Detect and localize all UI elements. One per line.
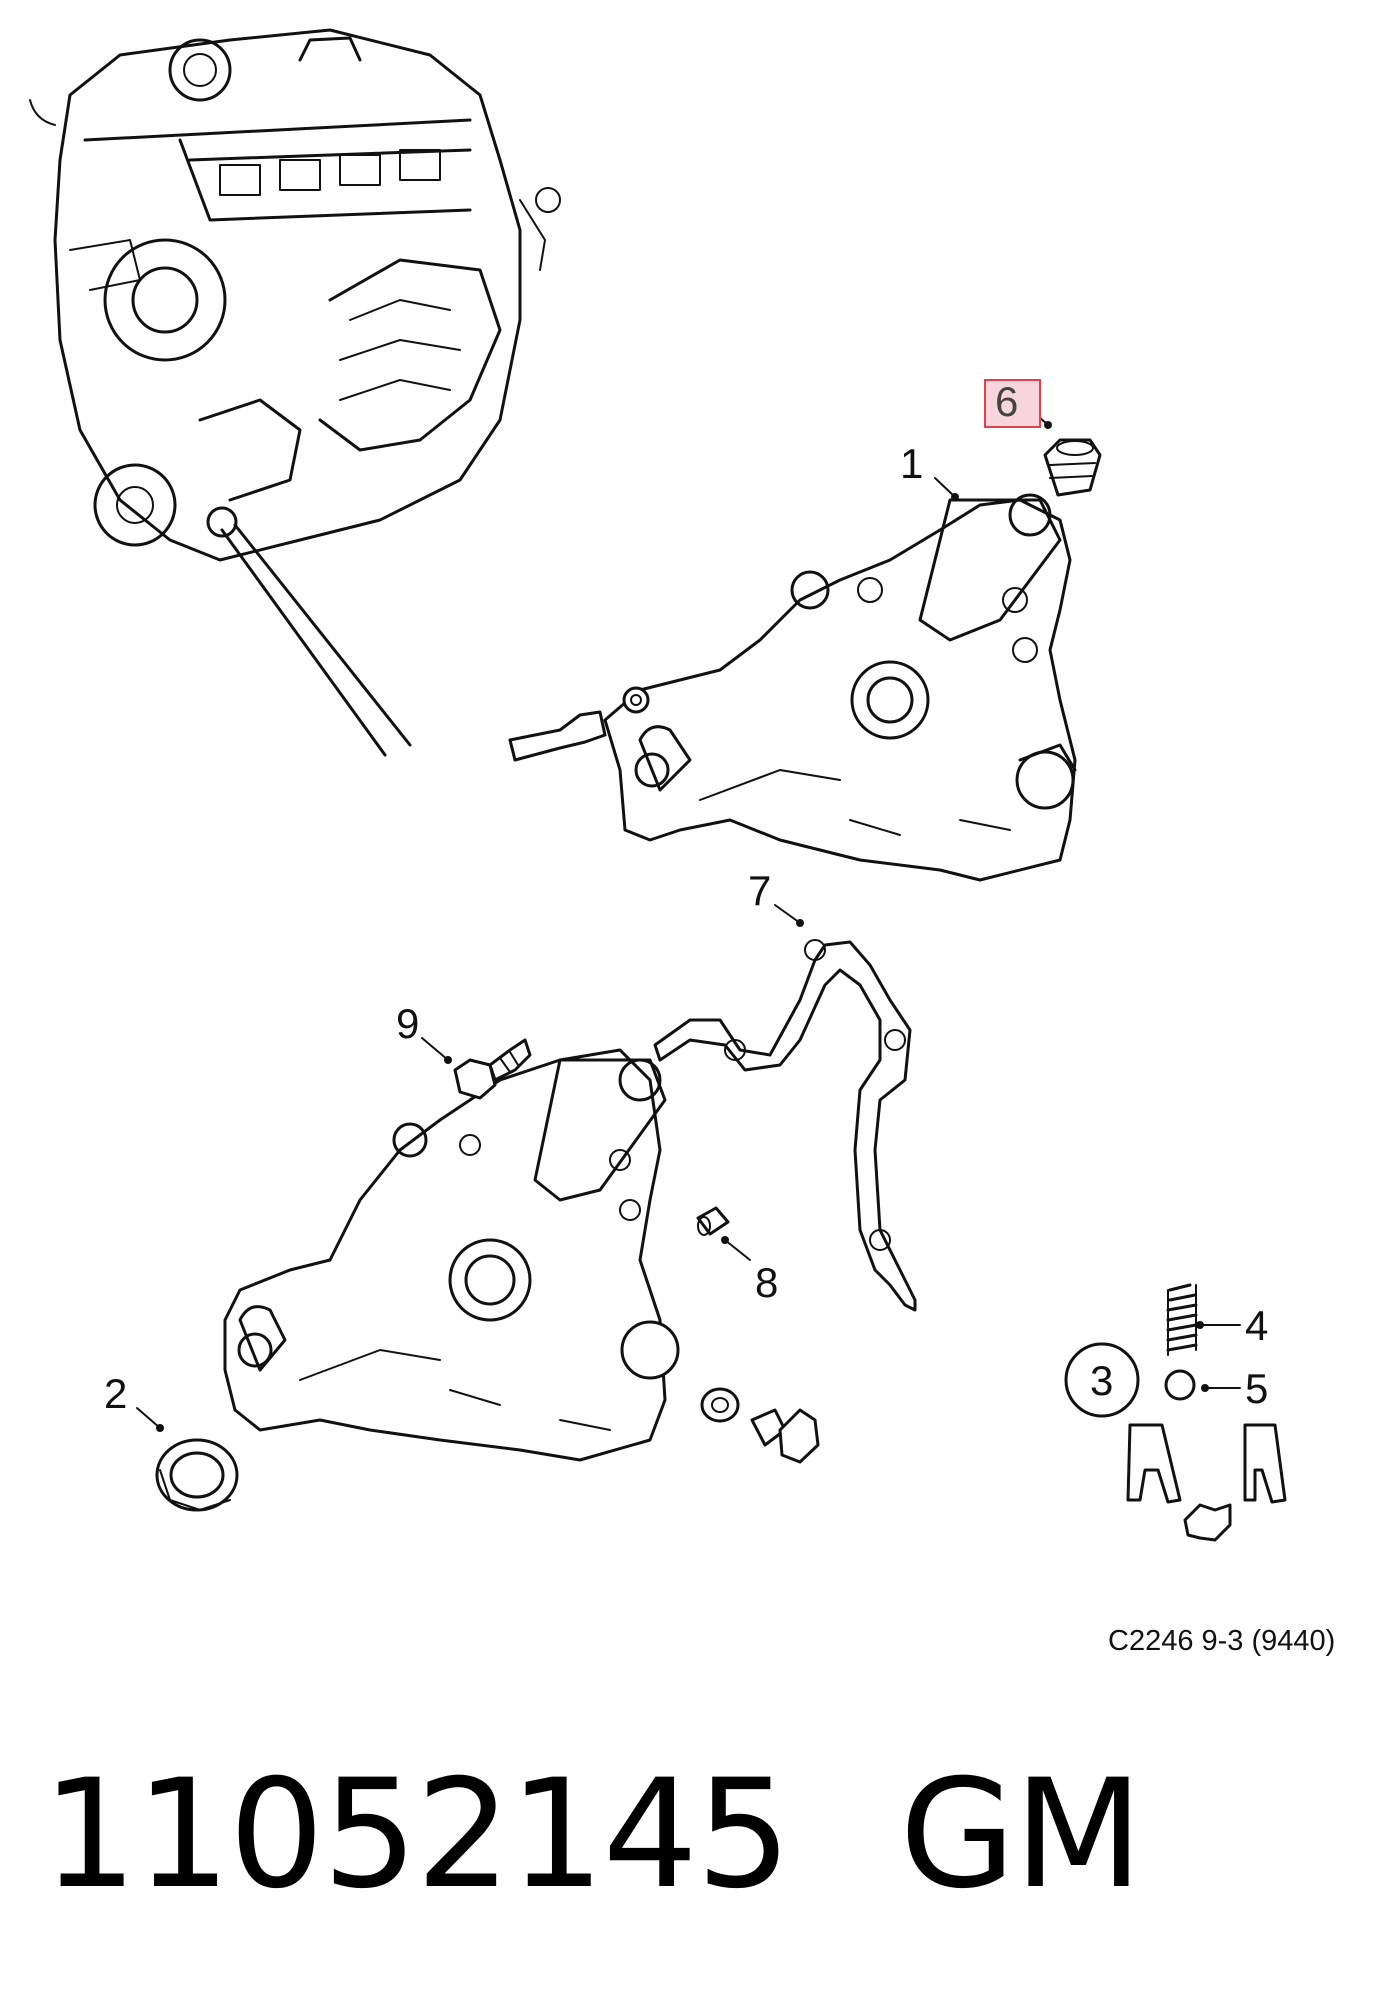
callout-4: 4: [1245, 1302, 1268, 1349]
callout-1: 1: [900, 440, 923, 487]
dowel-pin-part: [696, 1206, 730, 1236]
callout-6: 6: [995, 378, 1018, 425]
callout-7: 7: [748, 867, 771, 914]
part-number: 11052145: [42, 1748, 791, 1922]
callout-9: 9: [396, 1000, 419, 1047]
bolt-part: [453, 1038, 532, 1100]
callout-5: 5: [1245, 1365, 1268, 1412]
brand-name: GM: [899, 1748, 1143, 1922]
oil-pump-assembly: [508, 493, 1077, 882]
callout-6-highlight: [984, 379, 1041, 428]
callout-3: 3: [1090, 1357, 1113, 1404]
callout-2: 2: [104, 1370, 127, 1417]
seal-ring-part: [155, 1438, 239, 1512]
callout-8: 8: [755, 1259, 778, 1306]
engine-assembly: [29, 28, 561, 757]
washer-bolt-part: [700, 1387, 820, 1464]
relief-valve-kit: [1064, 1283, 1287, 1542]
oil-pump-body: [223, 1048, 680, 1462]
plug-part: [1043, 438, 1102, 497]
gasket-part: [653, 939, 917, 1312]
diagram-reference: C2246 9-3 (9440): [1108, 1625, 1335, 1657]
